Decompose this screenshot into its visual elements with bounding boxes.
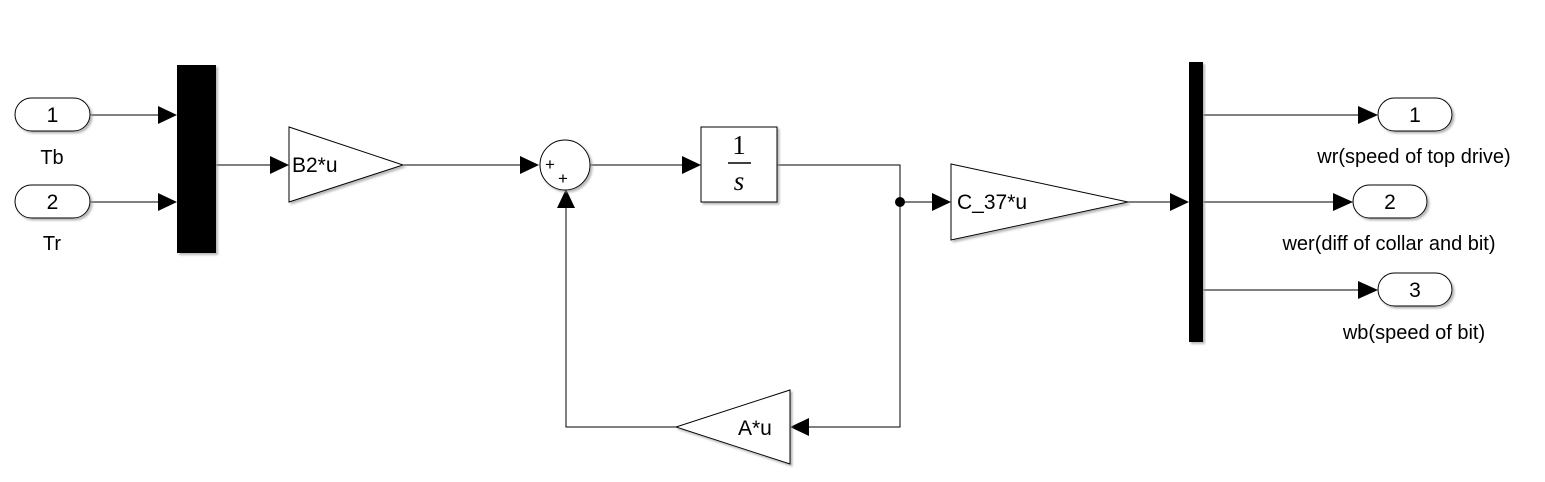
sum-block[interactable]: + + <box>539 139 591 191</box>
outport-3[interactable]: 3 <box>1377 272 1453 307</box>
gain-c37-block[interactable]: C_37*u <box>950 163 1129 241</box>
outport-2-label: wer(diff of collar and bit) <box>1281 233 1495 255</box>
gain-a-block[interactable]: A*u <box>674 389 791 465</box>
integrator-block[interactable]: 1 s <box>700 126 778 203</box>
demux-block[interactable] <box>1189 62 1203 342</box>
outport-1-number: 1 <box>1409 104 1421 127</box>
integrator-denominator: s <box>734 166 745 196</box>
integrator-numerator: 1 <box>732 130 746 160</box>
arrowheads <box>158 106 1378 436</box>
inport-2[interactable]: 2 <box>14 184 91 219</box>
inport-2-label: Tr <box>43 233 61 255</box>
outport-3-number: 3 <box>1409 279 1421 302</box>
outport-1-label: wr(speed of top drive) <box>1316 146 1510 168</box>
gain-a-label: A*u <box>738 417 772 440</box>
outport-2-number: 2 <box>1384 191 1396 214</box>
outport-3-label: wb(speed of bit) <box>1342 322 1485 344</box>
branch-point <box>895 197 905 207</box>
mux-block[interactable] <box>177 65 216 253</box>
inport-1[interactable]: 1 <box>14 97 91 132</box>
sum-sign-2: + <box>558 169 568 188</box>
sum-sign-1: + <box>545 155 555 174</box>
signal-lines <box>90 114 1360 428</box>
gain-c37-label: C_37*u <box>957 191 1027 214</box>
gain-b2-label: B2*u <box>292 154 338 177</box>
inport-1-number: 1 <box>47 104 59 127</box>
gain-b2-block[interactable]: B2*u <box>288 126 405 203</box>
inport-2-number: 2 <box>47 191 59 214</box>
outport-2[interactable]: 2 <box>1352 184 1428 219</box>
outport-1[interactable]: 1 <box>1377 97 1453 132</box>
inport-1-label: Tb <box>40 147 63 169</box>
